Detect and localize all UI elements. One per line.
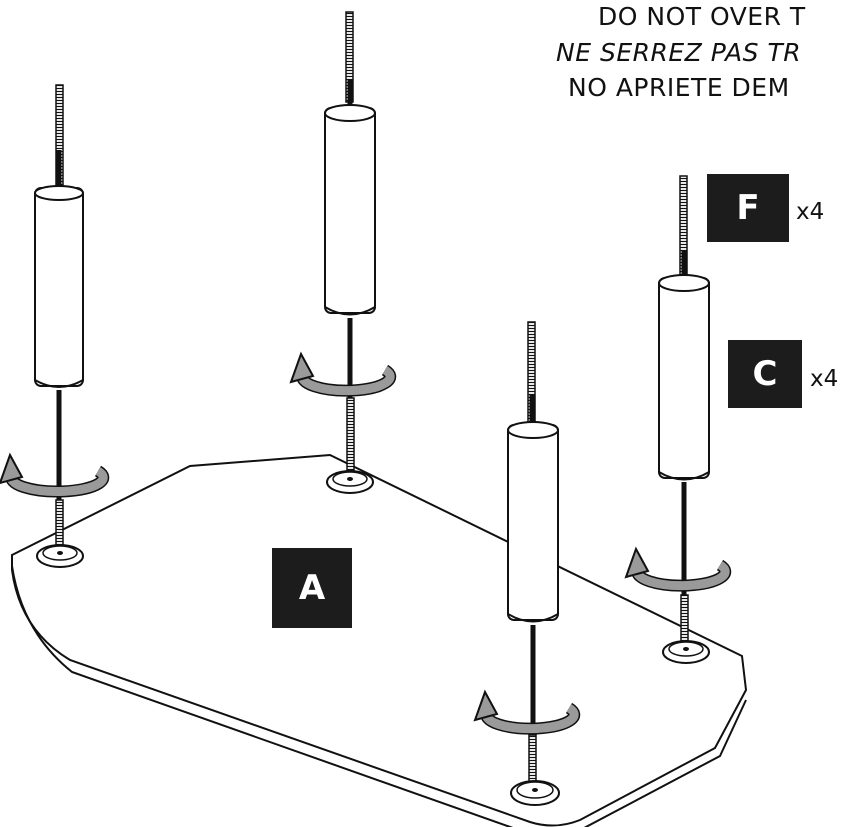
threaded-rod-bottom (680, 594, 689, 644)
part-f-quantity: x4 (796, 199, 825, 225)
threaded-rod-bottom (55, 499, 64, 549)
rotate-arrow-icon (624, 546, 732, 592)
leveling-foot (36, 544, 84, 568)
cylinder-spacer (658, 277, 710, 479)
post-back (324, 11, 376, 494)
warning-text-en: DO NOT OVER T (598, 2, 806, 31)
base-plate (11, 453, 748, 827)
leveling-foot (662, 640, 710, 664)
threaded-rod-bottom (346, 397, 355, 471)
part-label-c: C (728, 340, 802, 408)
rotate-arrow-icon (0, 452, 110, 498)
rotate-arrow-icon (289, 351, 397, 397)
cylinder-spacer (34, 187, 84, 387)
post-right (658, 175, 710, 664)
rotate-arrow-icon (473, 689, 581, 735)
threaded-rod-bottom (528, 734, 537, 786)
post-front (507, 321, 560, 806)
part-label-f: F (707, 174, 789, 242)
warning-text-fr: NE SERREZ PAS TR (556, 38, 802, 67)
part-c-quantity: x4 (810, 366, 839, 392)
leveling-foot (510, 780, 560, 806)
warning-text-es: NO APRIETE DEM (568, 73, 790, 102)
part-label-a: A (272, 548, 352, 628)
cylinder-spacer (324, 107, 376, 314)
post-left (34, 84, 84, 568)
cylinder-spacer (507, 424, 559, 621)
leveling-foot (326, 470, 374, 494)
